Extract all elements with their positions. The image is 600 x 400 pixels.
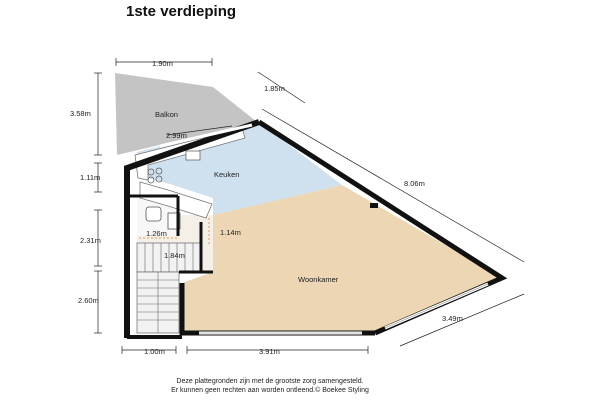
dim-bottom-left: 1.00m bbox=[144, 347, 165, 356]
dim-stair-width: 1.84m bbox=[164, 251, 185, 260]
dim-diag-top: 1.85m bbox=[264, 84, 285, 93]
dim-hall-depth: 1.14m bbox=[220, 228, 241, 237]
sink bbox=[185, 150, 201, 161]
dim-bath-width: 1.26m bbox=[146, 229, 167, 238]
footer-line-2: Er kunnen geen rechten aan worden ontlee… bbox=[171, 387, 369, 394]
balcony-door bbox=[159, 123, 253, 148]
label-balkon: Balkon bbox=[155, 110, 178, 119]
dim-bottom-main: 3.91m bbox=[259, 347, 280, 356]
wall-column bbox=[370, 203, 378, 208]
stove-burner bbox=[147, 168, 155, 176]
dim-diag-long: 8.06m bbox=[404, 179, 425, 188]
window bbox=[384, 283, 489, 329]
dim-left-bath: 2.31m bbox=[80, 236, 101, 245]
toilet bbox=[145, 206, 162, 222]
kitchen-island bbox=[139, 181, 213, 219]
stove-burner bbox=[155, 167, 163, 175]
dim-left-keuken: 1.11m bbox=[80, 173, 100, 182]
staircase-upper bbox=[136, 242, 202, 273]
label-woonkamer: Woonkamer bbox=[298, 275, 339, 284]
stove-burner bbox=[155, 175, 163, 183]
dim-top-balkon: 1.90m bbox=[152, 59, 173, 68]
label-keuken: Keuken bbox=[214, 170, 239, 179]
dimension-lines bbox=[94, 58, 525, 354]
dim-diag-bottom: 3.49m bbox=[442, 314, 463, 323]
outer-wall-left bbox=[124, 119, 260, 338]
woonkamer-area bbox=[182, 185, 502, 333]
floor-title: 1ste verdieping bbox=[126, 3, 237, 20]
dim-left-stair: 2.60m bbox=[78, 296, 99, 305]
stove-burner bbox=[147, 176, 155, 184]
balkon-area bbox=[115, 73, 257, 155]
footer-line-1: Deze plattegronden zijn met de grootste … bbox=[176, 378, 364, 385]
dim-balkon-width: 2.99m bbox=[166, 131, 187, 140]
staircase-lower bbox=[136, 271, 180, 334]
dim-left-balkon: 3.58m bbox=[70, 109, 91, 118]
